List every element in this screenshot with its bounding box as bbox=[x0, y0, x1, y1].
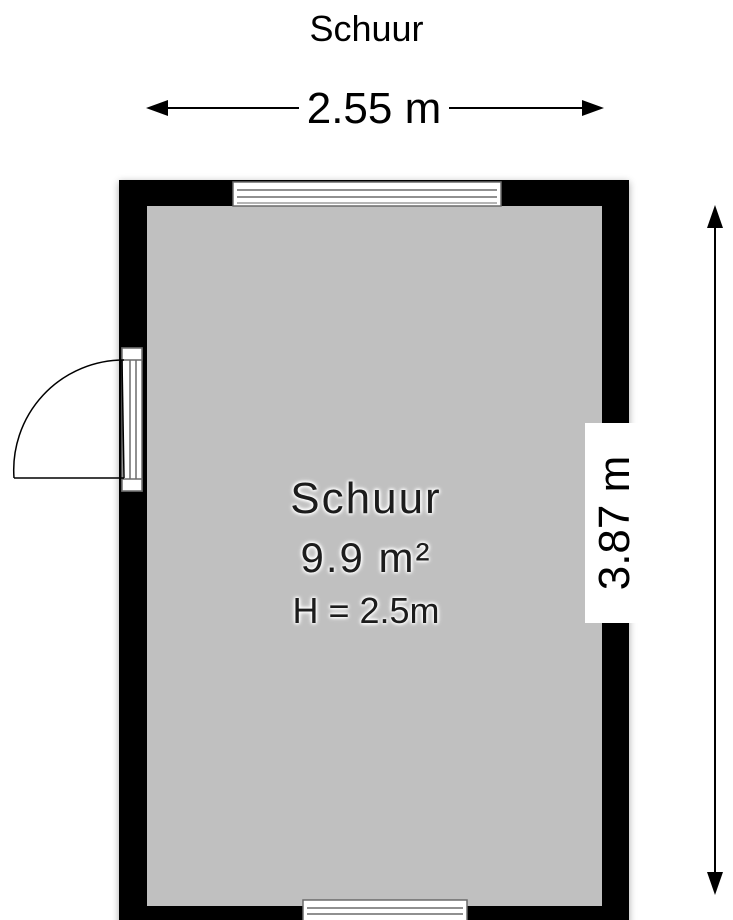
arrow-down-icon bbox=[707, 872, 723, 895]
length-dimension-label: 3.87 m bbox=[585, 423, 645, 623]
door-swing-icon bbox=[12, 347, 143, 492]
room-area-label: 9.9 m² bbox=[300, 534, 432, 581]
arrow-right-icon bbox=[582, 100, 604, 116]
arrow-up-icon bbox=[707, 205, 723, 228]
top-window-icon bbox=[232, 181, 502, 207]
bottom-window-icon bbox=[302, 899, 468, 920]
length-dimension-line bbox=[707, 205, 723, 895]
arrow-left-icon bbox=[146, 100, 168, 116]
room-height-label: H = 2.5m bbox=[292, 590, 440, 631]
plan-title: Schuur bbox=[309, 8, 424, 49]
room-name-label: Schuur bbox=[290, 474, 442, 523]
width-dimension-label: 2.55 m bbox=[299, 82, 449, 136]
room-floor bbox=[147, 206, 602, 906]
